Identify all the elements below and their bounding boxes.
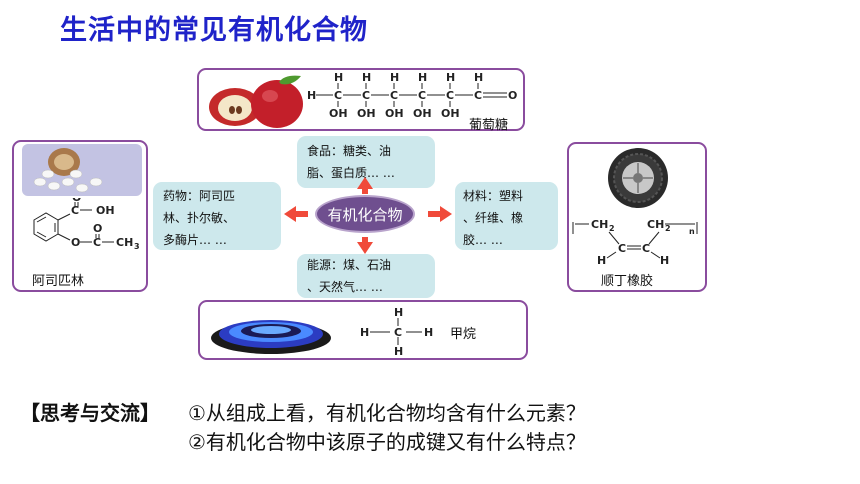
apple-image: [209, 75, 303, 128]
svg-text:H: H: [390, 71, 399, 84]
svg-text:H: H: [474, 71, 483, 84]
svg-text:H: H: [334, 71, 343, 84]
medicine-bubble: 药物：阿司匹 林、扑尔敏、 多酶片… …: [153, 182, 281, 250]
energy-line-1: 能源：煤、石油: [307, 258, 392, 272]
pills-image: [22, 144, 142, 196]
svg-text:C: C: [418, 89, 426, 102]
rubber-h-right: H: [660, 254, 669, 264]
rubber-ch2-left: CH: [591, 218, 608, 231]
glucose-card: H H H H H H H C C C C C C O OH OH OH OH OH 葡萄糖: [197, 68, 525, 133]
svg-text:C: C: [362, 89, 370, 102]
materials-bubble: 材料：塑料 、纤维、橡 胶… …: [455, 182, 558, 250]
aspirin-formula: O C OH O C O CH 3: [33, 198, 140, 251]
methane-h-bottom: H: [394, 345, 403, 356]
svg-text:OH: OH: [329, 107, 348, 118]
svg-text:C: C: [390, 89, 398, 102]
rubber-ch2-right-sub: 2: [665, 224, 671, 233]
svg-text:OH: OH: [385, 107, 404, 118]
methane-c: C: [394, 326, 402, 339]
methane-h-top: H: [394, 306, 403, 319]
svg-text:H: H: [362, 71, 371, 84]
energy-bubble: 能源：煤、石油 、天然气… …: [297, 254, 435, 298]
svg-text:OH: OH: [357, 107, 376, 118]
center-organic-compound: 有机化合物: [315, 195, 415, 233]
aspirin-o2: O: [71, 236, 80, 249]
aspirin-ch: CH: [116, 236, 133, 249]
methane-label: 甲烷: [450, 327, 477, 342]
svg-text:H: H: [418, 71, 427, 84]
svg-text:C: C: [446, 89, 454, 102]
rubber-ch2-left-sub: 2: [609, 224, 615, 233]
rubber-h-left: H: [597, 254, 606, 264]
aspirin-oh: OH: [96, 204, 115, 217]
aspirin-c1: C: [71, 204, 79, 217]
svg-text:O: O: [508, 89, 517, 102]
arrow-up-icon: [357, 177, 373, 194]
aspirin-c2: C: [93, 236, 101, 249]
arrow-left-icon: [284, 206, 308, 222]
glucose-label: 葡萄糖: [469, 118, 509, 133]
rubber-card: CH 2 CH 2 C C H H n 顺丁橡胶: [567, 142, 707, 292]
aspirin-o1: O: [72, 198, 81, 204]
discussion-tag: 【思考与交流】: [20, 401, 160, 425]
methane-formula: H H C H H: [360, 306, 433, 356]
food-line-2: 脂、蛋白质… …: [307, 166, 395, 180]
rubber-c-left: C: [618, 242, 626, 255]
rubber-c-right: C: [642, 242, 650, 255]
gas-burner-image: [211, 320, 331, 354]
materials-line-3: 胶… …: [463, 233, 503, 247]
svg-text:C: C: [474, 89, 482, 102]
arrow-down-icon: [357, 237, 373, 254]
materials-line-2: 、纤维、橡: [463, 211, 524, 225]
glucose-formula: H H H H H H H C C C C C C O OH OH OH OH OH: [307, 71, 517, 118]
discussion-question-1: ①从组成上看，有机化合物均含有什么元素？: [188, 401, 586, 425]
methane-h-right: H: [424, 326, 433, 339]
tire-image: [608, 148, 668, 208]
medicine-line-2: 林、扑尔敏、: [163, 211, 236, 225]
page-title: 生活中的常见有机化合物: [60, 15, 368, 46]
rubber-formula: CH 2 CH 2 C C H H n: [572, 218, 698, 264]
arrows: [284, 177, 452, 254]
aspirin-card: O C OH O C O CH 3 阿司匹林: [12, 140, 148, 292]
methane-card: H H C H H 甲烷: [198, 300, 528, 360]
arrow-right-icon: [428, 206, 452, 222]
energy-line-2: 、天然气… …: [307, 280, 383, 294]
svg-text:H: H: [446, 71, 455, 84]
svg-text:OH: OH: [441, 107, 460, 118]
discussion-question-2: ②有机化合物中该原子的成键又有什么特点？: [188, 430, 586, 454]
svg-text:C: C: [334, 89, 342, 102]
medicine-line-3: 多酶片… …: [163, 233, 227, 247]
svg-text:OH: OH: [413, 107, 432, 118]
food-line-1: 食品：糖类、油: [307, 144, 392, 158]
medicine-line-1: 药物：阿司匹: [163, 189, 236, 203]
materials-line-1: 材料：塑料: [463, 189, 524, 203]
rubber-n: n: [689, 227, 695, 236]
aspirin-label: 阿司匹林: [32, 274, 85, 289]
aspirin-ch-sub: 3: [134, 242, 140, 251]
svg-text:H: H: [307, 89, 316, 102]
methane-h-left: H: [360, 326, 369, 339]
aspirin-o3: O: [93, 222, 102, 235]
rubber-ch2-right: CH: [647, 218, 664, 231]
rubber-label: 顺丁橡胶: [601, 274, 654, 289]
